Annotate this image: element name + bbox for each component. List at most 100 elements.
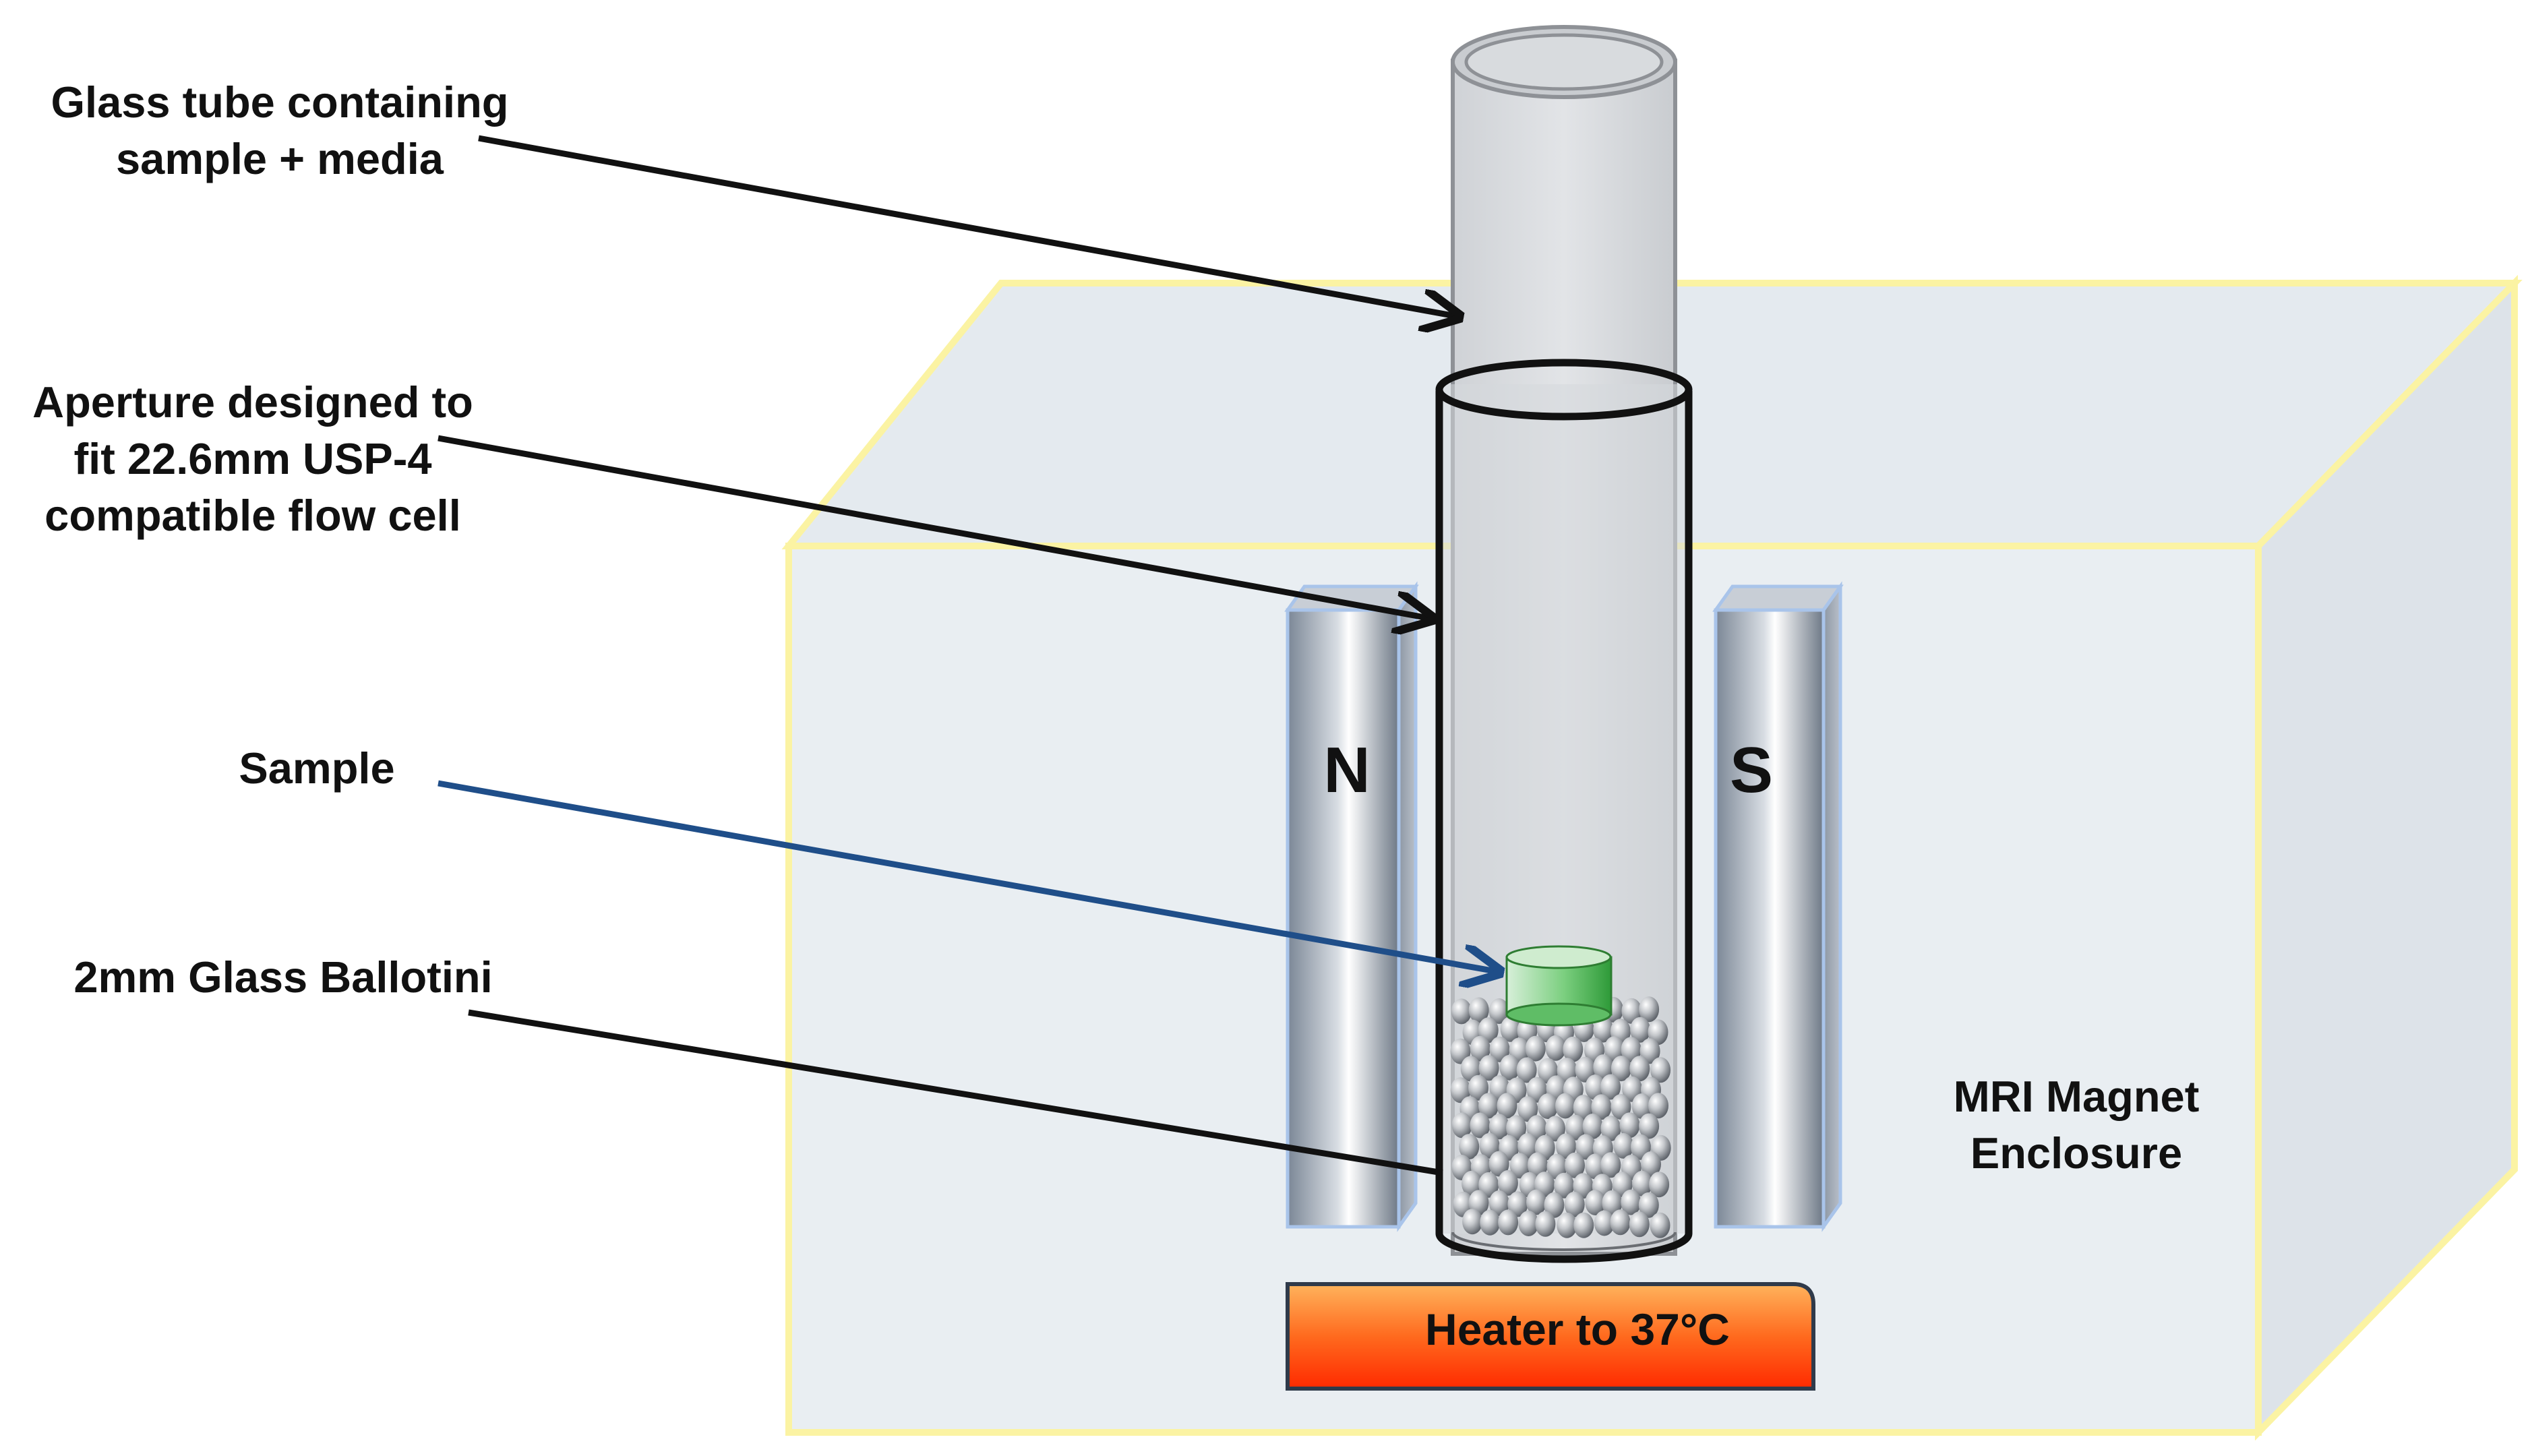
glass-bead [1602,1190,1623,1216]
glass-bead [1619,1112,1640,1139]
sample-label: Sample [222,740,411,797]
glass-bead [1459,1134,1480,1160]
sample-arrow [438,780,1500,972]
glass-tube-label: Glass tube containing sample + media [13,74,546,187]
glass-bead [1582,1114,1603,1139]
glass-bead [1593,1017,1614,1043]
glass-bead [1585,1190,1606,1215]
glass-bead [1478,1055,1499,1081]
glass-tube-arrow [478,135,1459,317]
glass-bead [1518,1211,1539,1236]
glass-bead [1604,1036,1625,1062]
glass-bead [1555,1093,1575,1119]
ballotini-arrow [468,1009,1443,1176]
glass-bead [1500,1016,1521,1042]
glass-bead [1450,1038,1471,1064]
enclosure-label-line-1: MRI Magnet [1953,1072,2200,1121]
glass-bead [1517,1133,1538,1159]
glass-bead [1535,1211,1556,1237]
glass-bead [1638,1192,1659,1218]
glass-bead [1478,1172,1499,1198]
glass-bead [1600,1074,1621,1100]
glass-bead [1544,1192,1565,1218]
glass-bead [1545,1035,1566,1061]
glass-bead [1488,998,1509,1024]
glass-bead [1621,1189,1642,1215]
glass-bead [1563,1036,1584,1062]
glass-bead [1610,1094,1631,1120]
glass-bead [1650,1212,1670,1238]
ballotini-label: 2mm Glass Ballotini [27,949,539,1006]
glass-bead [1470,1112,1490,1139]
glass-bead [1630,1017,1651,1043]
glass-bead [1593,1054,1614,1081]
glass-bead [1526,1189,1546,1215]
glass-bead [1497,1093,1517,1119]
glass-bead [1451,1112,1472,1139]
glass-bead [1525,1035,1546,1062]
heater-label: Heater to 37°C [1425,1304,1730,1354]
enclosure-label: MRI Magnet Enclosure [1888,1068,2265,1182]
glass-bead [1517,1096,1538,1122]
magnet-south [1712,581,1844,1232]
glass-bead [1648,1019,1668,1045]
glass-bead [1450,1077,1471,1103]
ballotini-label-text: 2mm Glass Ballotini [73,952,493,1002]
glass-bead [1639,996,1660,1023]
glass-bead [1641,1151,1661,1177]
glass-bead [1527,1152,1548,1178]
glass-bead [1649,1172,1670,1198]
glass-bead [1451,998,1472,1025]
glass-bead [1509,1153,1530,1179]
glass-bead [1516,1057,1537,1083]
glass-bead [1470,1035,1490,1062]
glass-bead [1565,1152,1585,1178]
glass-bead [1488,1151,1509,1177]
glass-bead [1600,1152,1621,1178]
callout-arrows [438,135,1500,1176]
glass-bead [1631,1093,1652,1119]
glass-bead [1575,1056,1596,1083]
glass-tube-label-line-1: Glass tube containing [51,78,509,127]
glass-bead [1498,1209,1519,1236]
sample-label-text: Sample [239,744,395,793]
glass-bead [1594,1210,1615,1236]
glass-bead [1480,1209,1501,1236]
glass-bead [1497,1170,1518,1196]
glass-bead [1600,1116,1621,1142]
glass-bead [1610,1209,1631,1236]
glass-bead [1554,1172,1575,1199]
glass-bead [1639,1038,1660,1064]
glass-bead [1565,1114,1586,1141]
glass-bead [1648,1093,1668,1119]
glass-bead [1591,1094,1612,1120]
glass-bead [1629,1211,1650,1238]
glass-bead [1488,1190,1509,1216]
glass-ballotini [1450,996,1671,1238]
glass-bead [1650,1057,1671,1083]
glass-bead [1629,1056,1650,1082]
glass-bead [1468,1074,1488,1101]
glass-bead [1489,1036,1510,1062]
glass-bead [1556,1133,1576,1159]
pole-label-north: N [1323,734,1370,806]
glass-bead [1573,1212,1594,1238]
glass-bead [1499,1054,1520,1081]
glass-bead [1507,1191,1528,1217]
glass-bead [1610,1056,1631,1082]
glass-bead [1468,997,1489,1023]
glass-bead [1573,1095,1594,1121]
heater: Heater to 37°C [1286,1282,1815,1391]
glass-bead [1479,1132,1500,1159]
aperture-label-line-2: fit 22.6mm USP-4 [73,434,432,483]
glass-bead [1632,1170,1652,1196]
sample-cylinder [1505,945,1613,1027]
enclosure-label-line-2: Enclosure [1970,1128,2183,1178]
aperture-label-line-1: Aperture designed to [32,377,473,427]
glass-tube-label-line-2: sample + media [116,134,444,183]
glass-bead [1462,1170,1482,1196]
glass-bead [1460,1056,1481,1082]
glass-bead [1585,1153,1606,1180]
